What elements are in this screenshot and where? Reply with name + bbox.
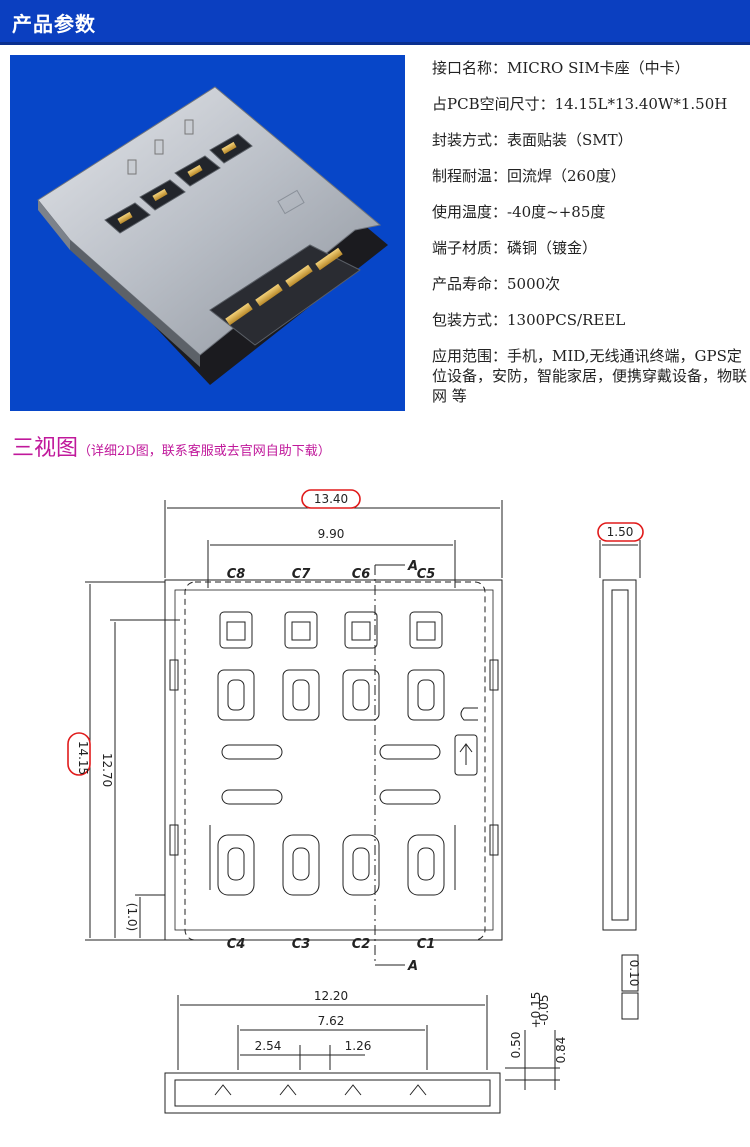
views-title: 三视图（详细2D图，联系客服或去官网自助下载） (12, 430, 331, 462)
dim-offset: (1.0) (125, 903, 139, 931)
dim-pitch-a: 2.54 (255, 1039, 282, 1053)
pin-label-c1: C1 (417, 937, 436, 952)
section-label-top: A (407, 559, 418, 574)
bottom-view (164, 995, 560, 1114)
spec-process-temp: 制程耐温：回流焊（260度） (432, 167, 626, 185)
spec-pcb-size: 占PCB空间尺寸：14.15L*13.40W*1.50H (432, 95, 728, 113)
section-title: 产品参数 (12, 12, 96, 36)
pin-label-c5: C5 (417, 567, 436, 582)
dim-bottom-total: 12.20 (314, 989, 348, 1003)
dim-pitch-b: 1.26 (345, 1039, 372, 1053)
top-view-outline (164, 579, 503, 941)
dim-foot-tol-minus: -0.05 (537, 994, 551, 1025)
dim-foot-tol-plus: +0.15 (529, 992, 543, 1029)
highlight-ovals (67, 489, 644, 776)
pin-label-c4: C4 (227, 937, 246, 952)
pin-label-c7: C7 (292, 567, 312, 582)
dim-length-inner: 12.70 (100, 753, 114, 787)
spec-operating-temp: 使用温度：-40度~+85度 (432, 203, 606, 221)
pin-label-c8: C8 (227, 567, 246, 582)
views-subtitle: （详细2D图，联系客服或去官网自助下载） (78, 444, 331, 459)
product-photo (10, 55, 405, 411)
side-view (599, 540, 641, 1020)
spec-list: 接口名称：MICRO SIM卡座（中卡） 占PCB空间尺寸：14.15L*13.… (432, 58, 750, 422)
dim-length-total: 14.15 (76, 741, 90, 775)
sim-connector-image (37, 86, 388, 385)
dim-foot-height: 0.84 (554, 1037, 568, 1064)
dim-flat: 0.10 (627, 960, 641, 987)
spec-application: 应用范围：手机，MID,无线通讯终端，GPS定位设备，安防，智能家居，便携穿戴设… (432, 347, 748, 405)
dim-width-inner: 9.90 (318, 527, 345, 541)
spec-package: 封装方式：表面贴装（SMT） (432, 131, 633, 149)
dim-foot: 0.50 (509, 1032, 523, 1059)
section-header: 产品参数 (0, 0, 750, 45)
dim-bottom-inner: 7.62 (318, 1014, 345, 1028)
pin-label-c3: C3 (292, 937, 311, 952)
pin-label-c2: C2 (352, 937, 371, 952)
pin-label-c6: C6 (352, 567, 371, 582)
spec-packing: 包装方式：1300PCS/REEL (432, 311, 626, 329)
dim-width-total: 13.40 (314, 492, 348, 506)
spec-interface: 接口名称：MICRO SIM卡座（中卡） (432, 59, 690, 77)
top-contacts (209, 611, 456, 896)
spec-terminal-material: 端子材质：磷铜（镀金） (432, 239, 598, 257)
views-heading: 三视图 (12, 436, 79, 461)
dim-height-side: 1.50 (607, 525, 634, 539)
section-label-bottom: A (407, 959, 418, 974)
spec-lifetime: 产品寿命：5000次 (432, 275, 561, 293)
technical-drawing: 13.40 9.90 1.50 14.15 12.70 (1.0) 0.10 1… (67, 489, 644, 1114)
